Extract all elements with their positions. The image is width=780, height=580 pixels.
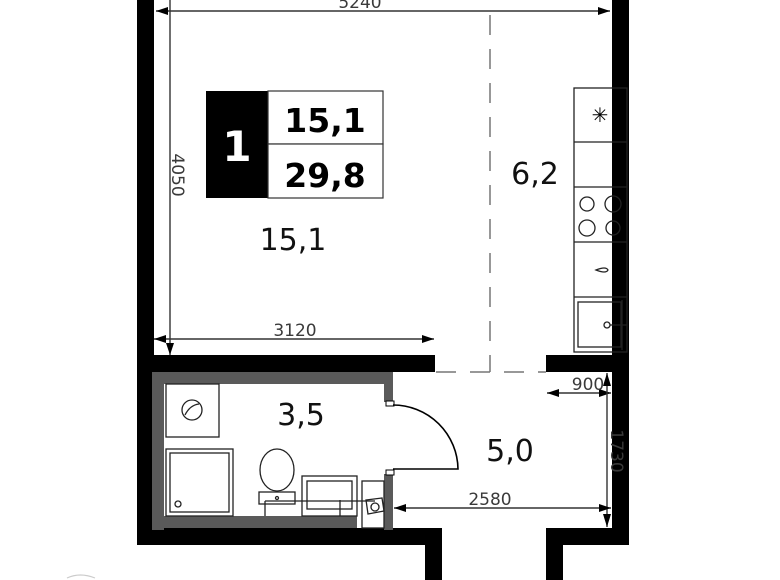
wall-mid-right — [546, 355, 629, 372]
bath-wall-bottom — [152, 516, 357, 528]
toilet-icon — [258, 448, 296, 505]
kitchen-counter — [573, 87, 628, 353]
washing-machine-icon — [165, 383, 220, 438]
dimension-corridor-width-label: 2580 — [468, 490, 511, 510]
kitchen-sink-icon — [577, 300, 627, 350]
bath-wall-right-top — [384, 372, 393, 402]
dishwasher-icon — [594, 267, 609, 273]
dimension-top — [156, 0, 610, 355]
fridge-icon: ✳ — [592, 103, 609, 127]
door-swing[interactable] — [392, 404, 459, 470]
wall-left-upper — [137, 0, 154, 360]
door-jamb-bottom — [385, 469, 395, 476]
apartment-badge — [206, 90, 384, 199]
shower-tray-icon — [165, 448, 234, 517]
wall-mid-left — [137, 355, 435, 372]
badge-living-cell — [267, 90, 384, 145]
wall-entrance-left — [425, 528, 442, 580]
dimension-corridor-height — [603, 373, 611, 527]
wall-bottom-right — [546, 528, 629, 545]
room-bathroom-area: 3,5 — [277, 398, 325, 433]
wall-entrance-right — [546, 528, 563, 580]
dimension-left-label: 4050 — [167, 153, 187, 196]
dimension-niche-label: 900 — [572, 375, 604, 395]
badge-rooms-bg — [206, 91, 268, 198]
badge-living-area: 15,1 — [284, 101, 365, 140]
bath-wall-top — [152, 372, 392, 384]
room-hallway-area: 5,0 — [486, 434, 534, 469]
wall-right — [612, 0, 629, 545]
bath-wall-right-bottom — [384, 474, 393, 530]
badge-rooms-count: 1 — [222, 122, 251, 171]
badge-total-cell — [267, 143, 384, 199]
dimension-top-label: 5240 — [338, 0, 381, 13]
dimension-niche — [547, 389, 611, 397]
dimension-corridor-width — [394, 504, 611, 512]
dimension-living-label: 3120 — [273, 321, 316, 341]
bath-wall-left — [152, 372, 164, 530]
stove-icon — [578, 195, 622, 237]
door-jamb-top — [385, 400, 395, 407]
dimension-corridor-height-label: 1730 — [606, 429, 626, 472]
room-kitchen-area: 6,2 — [511, 157, 559, 192]
washbasin-icon — [301, 475, 358, 517]
dimension-living — [154, 335, 434, 355]
wall-bottom-left — [137, 528, 442, 545]
room-living-area: 15,1 — [260, 223, 327, 258]
riser-box-icon — [361, 480, 385, 529]
badge-total-area: 29,8 — [284, 156, 365, 195]
watermark-arc — [66, 574, 96, 579]
wall-left-lower — [137, 355, 154, 545]
